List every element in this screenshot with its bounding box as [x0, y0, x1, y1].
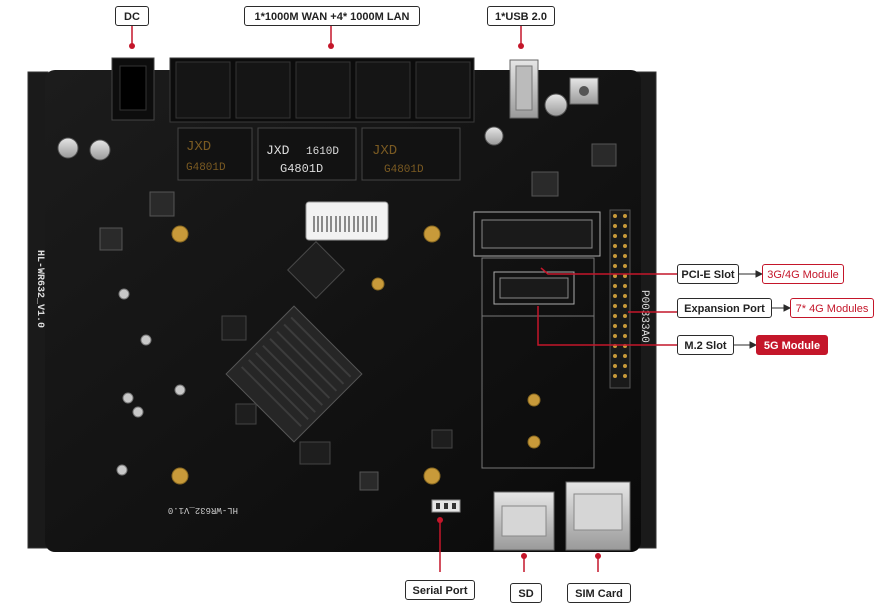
header-code: P00333A0: [638, 290, 650, 343]
soc-heatsink: [225, 305, 363, 443]
capacitors: [57, 126, 504, 161]
pcb-board: [45, 70, 641, 552]
m2-module-tag: 5G Module: [756, 335, 828, 355]
mounting-pads: [171, 225, 541, 485]
switch-chip: [287, 241, 345, 299]
m2-slot-label: M.2 Slot: [677, 335, 734, 355]
transformer-3-brand: JXD: [372, 143, 397, 159]
transformer-2-code: G4801D: [280, 162, 323, 176]
expansion-header: [609, 209, 631, 389]
lan-transformers: [177, 127, 461, 181]
model-vertical: HL-WR632_V1.0: [34, 250, 45, 328]
model-bottom: HL-WR632_V1.0: [168, 505, 238, 515]
transformer-2-part: 1610D: [306, 146, 339, 158]
usb-label: 1*USB 2.0: [487, 6, 555, 26]
sd-label: SD: [510, 583, 542, 603]
inductors: [99, 143, 617, 251]
transformer-2-brand: JXD: [266, 143, 290, 158]
pcie-module-tag: 3G/4G Module: [762, 264, 844, 284]
transformer-3-code: G4801D: [384, 164, 424, 176]
dc-label: DC: [115, 6, 149, 26]
expansion-port-label: Expansion Port: [677, 298, 772, 318]
transformer-1-brand: JXD: [186, 139, 211, 155]
pcie-slot-label: PCI-E Slot: [677, 264, 739, 284]
module-arrows: [734, 270, 792, 349]
sim-card-label: SIM Card: [567, 583, 631, 603]
serial-port-label: Serial Port: [405, 580, 475, 600]
leader-lines: [131, 26, 677, 572]
expansion-module-tag: 7* 4G Modules: [790, 298, 874, 318]
antenna-connectors: [116, 288, 186, 476]
transformer-1-code: G4801D: [186, 162, 226, 174]
leader-dots: [129, 43, 601, 559]
ethernet-label: 1*1000M WAN +4* 1000M LAN: [244, 6, 420, 26]
